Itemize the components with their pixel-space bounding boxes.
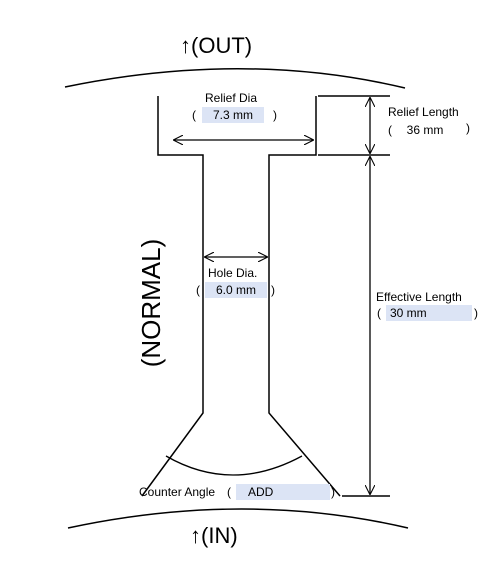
in-surface-curve <box>67 508 409 529</box>
hole-dia-paren-open: ( <box>196 283 200 297</box>
relief-length-paren-open: ( <box>388 123 392 137</box>
effective-length-paren-close: ) <box>474 306 478 320</box>
counter-angle-label: Counter Angle <box>139 485 216 499</box>
effective-length-field[interactable]: 30 mm <box>386 305 472 321</box>
normal-label: (NORMAL) <box>136 238 166 368</box>
relief-dia-label: Relief Dia <box>205 91 258 105</box>
out-surface-curve <box>64 68 406 89</box>
effective-length-paren-open: ( <box>377 306 381 320</box>
relief-length-label: Relief Length <box>388 105 459 119</box>
relief-dia-paren-open: ( <box>192 108 196 122</box>
out-label: ↑(OUT) <box>180 33 253 58</box>
relief-length-field[interactable]: 36 mm <box>406 123 444 137</box>
counter-angle-paren-close: ) <box>331 485 335 499</box>
hole-profile-outline <box>141 96 341 497</box>
counter-angle-paren-open: ( <box>227 485 231 499</box>
relief-dia-paren-close: ) <box>273 108 277 122</box>
counter-angle-field[interactable]: ADD <box>236 484 330 500</box>
in-label: ↑(IN) <box>190 523 238 548</box>
relief-length-paren-close: ) <box>466 121 470 135</box>
counter-angle-arc <box>165 455 303 476</box>
hole-dia-paren-close: ) <box>271 283 275 297</box>
hole-dia-field[interactable]: 6.0 mm <box>205 282 267 298</box>
effective-length-label: Effective Length <box>376 290 462 304</box>
relief-dia-field[interactable]: 7.3 mm <box>202 107 264 123</box>
hole-dia-label: Hole Dia. <box>208 266 258 280</box>
